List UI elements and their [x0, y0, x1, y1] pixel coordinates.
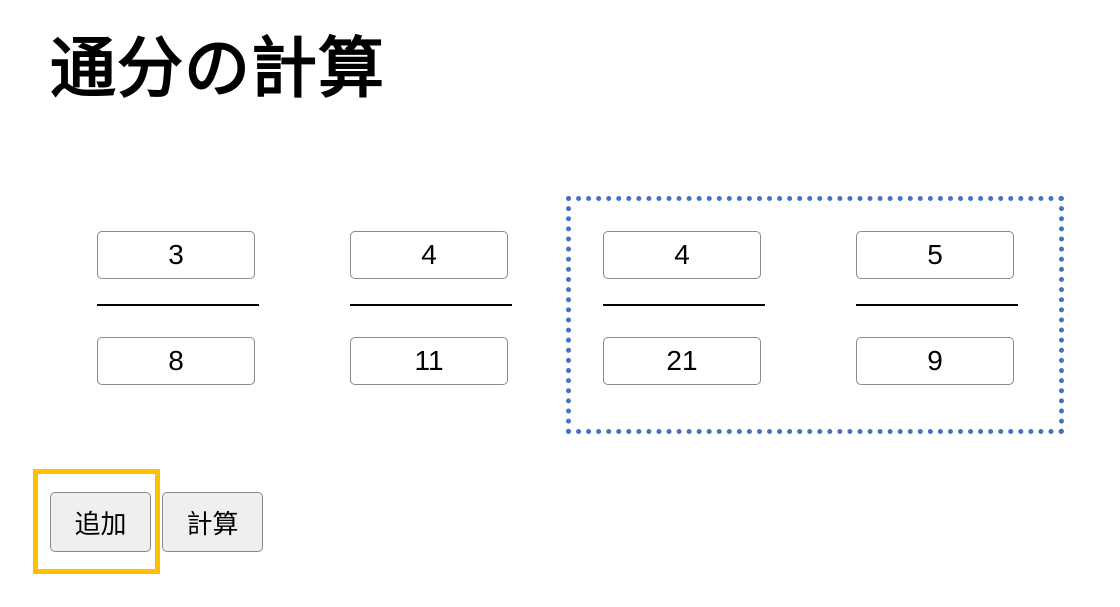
fraction-2-numerator-input[interactable] [350, 231, 508, 279]
fraction-4-bar [856, 304, 1018, 306]
fraction-3 [603, 231, 765, 391]
fraction-1-bar [97, 304, 259, 306]
fraction-3-numerator-input[interactable] [603, 231, 761, 279]
calculate-button[interactable]: 計算 [162, 492, 263, 552]
fraction-1-denominator-input[interactable] [97, 337, 255, 385]
fraction-2-bar [350, 304, 512, 306]
fraction-2-denominator-input[interactable] [350, 337, 508, 385]
fraction-4-denominator-input[interactable] [856, 337, 1014, 385]
fraction-2 [350, 231, 512, 391]
fraction-1-numerator-input[interactable] [97, 231, 255, 279]
added-fractions-highlight [566, 196, 1064, 434]
fraction-4 [856, 231, 1018, 391]
add-button[interactable]: 追加 [50, 492, 151, 552]
fraction-1 [97, 231, 259, 391]
page-title: 通分の計算 [50, 30, 385, 107]
fraction-3-denominator-input[interactable] [603, 337, 761, 385]
fraction-3-bar [603, 304, 765, 306]
add-button-highlight [33, 469, 160, 574]
fraction-4-numerator-input[interactable] [856, 231, 1014, 279]
